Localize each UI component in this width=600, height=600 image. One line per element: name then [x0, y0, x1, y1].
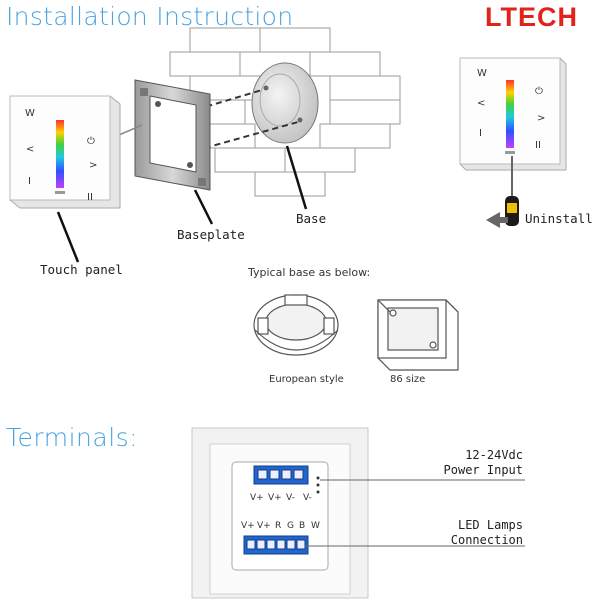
- label-base: Base: [296, 211, 327, 226]
- key-power-right: ⏻: [535, 86, 543, 97]
- size86-base-icon: [377, 299, 459, 371]
- key-right: >: [89, 160, 98, 171]
- terminal-device: [191, 427, 369, 599]
- key-pause: II: [87, 192, 93, 203]
- pin-top-1: V+: [250, 493, 264, 503]
- touch-panel-right: [459, 57, 567, 171]
- key-pause-right: II: [535, 140, 541, 151]
- label-leaders: [56, 145, 308, 263]
- label-uninstall: Uninstall: [525, 211, 593, 226]
- label-typical-base: Typical base as below:: [248, 266, 371, 279]
- key-w-right: W: [477, 68, 487, 79]
- european-base-icon: [253, 294, 339, 356]
- pin-bottom-1: V+: [241, 521, 255, 531]
- label-86-size: 86 size: [390, 374, 426, 385]
- pin-bottom-5: B: [299, 521, 306, 531]
- label-european: European style: [269, 374, 344, 385]
- terminals-title: Terminals:: [6, 423, 139, 452]
- screwdriver-icon: [486, 156, 519, 228]
- baseplate: [134, 79, 211, 191]
- touch-panel-left: [9, 95, 121, 209]
- power-input-label-line1: 12-24Vdc: [465, 448, 523, 462]
- key-power: ⏻: [87, 136, 95, 147]
- key-w: W: [25, 108, 35, 119]
- brand-logo: LTECH: [485, 2, 578, 32]
- terminal-pointers: [305, 479, 525, 547]
- key-right-right: >: [537, 113, 546, 124]
- pin-top-3: V-: [286, 493, 295, 503]
- power-input-label-line2: Power Input: [443, 463, 523, 477]
- base-box: [251, 62, 319, 144]
- pin-bottom-3: R: [275, 521, 282, 531]
- pin-bottom-6: W: [311, 521, 320, 531]
- label-baseplate: Baseplate: [177, 227, 245, 242]
- pin-top-4: V-: [303, 493, 312, 503]
- pin-top-2: V+: [268, 493, 282, 503]
- pin-bottom-4: G: [287, 521, 294, 531]
- led-connection-label-line1: LED Lamps: [457, 518, 523, 532]
- label-touch-panel: Touch panel: [40, 262, 123, 277]
- page-title: Installation Instruction: [6, 2, 294, 31]
- key-i: I: [28, 176, 31, 187]
- led-connection-label-line2: Connection: [450, 533, 523, 547]
- key-left-right: <: [477, 98, 486, 109]
- key-left: <: [26, 144, 35, 155]
- pin-bottom-2: V+: [257, 521, 271, 531]
- key-i-right: I: [479, 128, 482, 139]
